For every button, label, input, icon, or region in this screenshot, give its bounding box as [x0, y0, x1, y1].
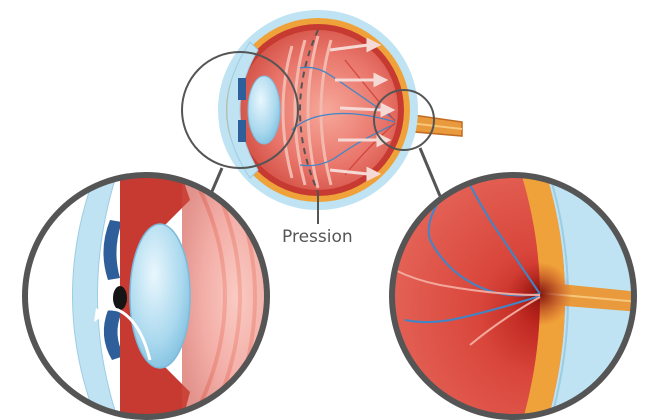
magnified-optic-disc	[390, 170, 640, 420]
eyeball-cross-section	[182, 10, 462, 210]
magnified-anterior-chamber	[20, 150, 282, 420]
connector-right	[420, 148, 440, 196]
pressure-label: Pression	[282, 227, 353, 247]
lens	[248, 76, 280, 144]
